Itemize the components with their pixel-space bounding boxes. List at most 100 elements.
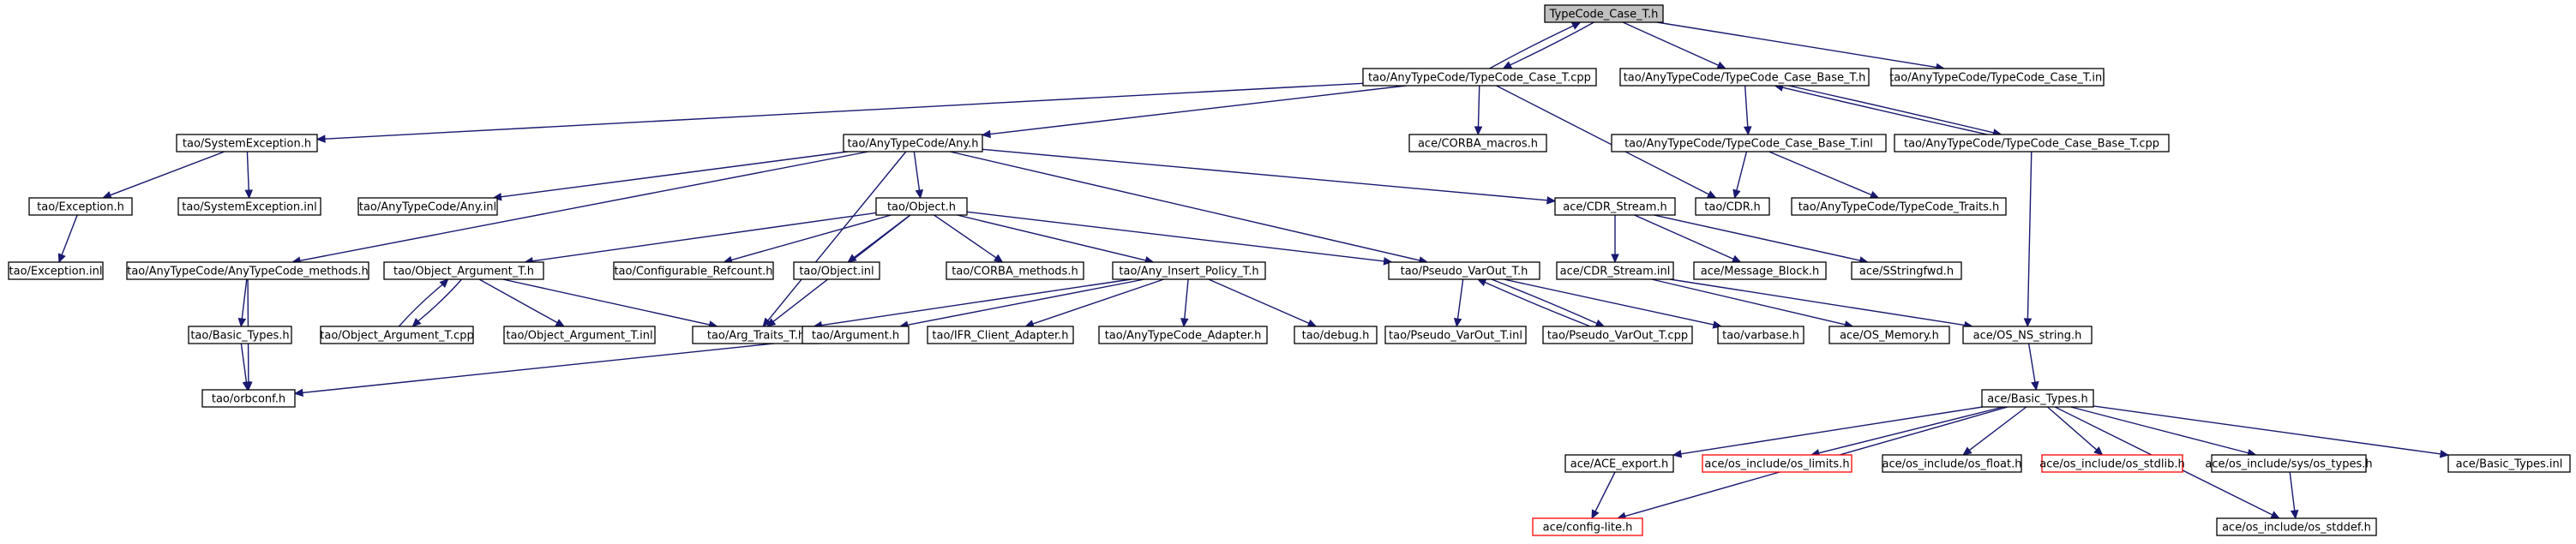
node-box — [1112, 261, 1266, 280]
node-n40[interactable]: ace/OS_NS_string.h — [1962, 326, 2093, 344]
node-n11[interactable]: tao/SystemException.inl — [177, 197, 321, 216]
node-box — [176, 134, 318, 152]
node-n32[interactable]: tao/Argument.h — [802, 326, 910, 344]
node-n36[interactable]: tao/Pseudo_VarOut_T.inl — [1384, 326, 1527, 344]
edge-n18-n22 — [934, 214, 997, 259]
node-box — [843, 134, 983, 152]
edge-n25-n39 — [1651, 278, 1846, 326]
arrowhead-n5-n11 — [244, 189, 253, 200]
edge-n42-n47 — [2070, 406, 2249, 454]
arrowhead-n2-n14 — [1706, 190, 1717, 199]
arrowhead-n8-n14 — [1732, 188, 1741, 200]
node-n43[interactable]: ace/ACE_export.h — [1564, 454, 1674, 473]
edge-n24-n36 — [1456, 278, 1464, 320]
node-label: tao/AnyTypeCode/TypeCode_Case_Base_T.cpp — [1904, 138, 2159, 151]
node-label: TypeCode_Case_T.h — [1549, 9, 1659, 21]
node-n50[interactable]: ace/os_include/os_stddef.h — [2216, 517, 2377, 536]
edge-n32-n41 — [302, 339, 803, 394]
node-n48[interactable]: ace/Basic_Types.inl — [2447, 454, 2571, 473]
arrowhead-n42-n45 — [1962, 446, 1973, 456]
node-n41[interactable]: tao/orbconf.h — [201, 389, 296, 408]
node-label: tao/Basic_Types.h — [190, 330, 289, 343]
node-n29[interactable]: tao/Object_Argument_T.cpp — [320, 326, 474, 344]
node-n20[interactable]: tao/Configurable_Refcount.h — [613, 261, 774, 280]
node-box — [1981, 389, 2094, 408]
node-n38[interactable]: tao/varbase.h — [1717, 326, 1804, 344]
node-box — [1702, 454, 1852, 473]
node-n16[interactable]: tao/Exception.inl — [8, 261, 104, 280]
node-n13[interactable]: ace/CDR_Stream.h — [1554, 197, 1676, 216]
node-n18[interactable]: tao/Object.h — [875, 197, 968, 216]
node-label: ace/OS_Memory.h — [1840, 330, 1939, 343]
node-label: tao/Exception.inl — [9, 266, 103, 278]
arrowhead-n10-n16 — [57, 253, 66, 264]
node-box — [1388, 261, 1540, 280]
node-label: tao/CORBA_methods.h — [952, 266, 1078, 278]
arrowhead-n32-n41 — [293, 388, 303, 398]
node-n47[interactable]: ace/os_include/sys/os_types.h — [2205, 454, 2373, 473]
node-n27[interactable]: ace/SStringfwd.h — [1851, 261, 1962, 280]
node-n7[interactable]: ace/CORBA_macros.h — [1408, 134, 1547, 152]
node-box — [126, 261, 369, 280]
node-n4[interactable]: tao/AnyTypeCode/TypeCode_Case_T.inl — [1889, 68, 2105, 87]
node-n25[interactable]: ace/CDR_Stream.inl — [1556, 261, 1674, 280]
node-n39[interactable]: ace/OS_Memory.h — [1828, 326, 1950, 344]
edge-n23-n33 — [1032, 278, 1164, 325]
edge-n6-n12 — [501, 151, 848, 198]
node-n45[interactable]: ace/os_include/os_float.h — [1882, 454, 2022, 473]
node-n46[interactable]: ace/os_include/os_stdlib.h — [2039, 454, 2185, 473]
node-n17[interactable]: tao/AnyTypeCode/AnyTypeCode_methods.h — [126, 261, 369, 280]
node-n15[interactable]: tao/AnyTypeCode/TypeCode_Traits.h — [1791, 197, 2007, 216]
node-label: tao/AnyTypeCode/TypeCode_Case_Base_T.inl — [1624, 138, 1873, 151]
node-n28[interactable]: tao/Basic_Types.h — [188, 326, 292, 344]
nodes-layer: TypeCode_Case_T.h tao/AnyTypeCode/TypeCod… — [8, 4, 2571, 536]
arrowhead-n3-n8 — [1743, 126, 1752, 136]
node-box — [2041, 454, 2183, 473]
node-label: tao/AnyTypeCode/TypeCode_Case_Base_T.h — [1624, 72, 1866, 85]
node-n19[interactable]: tao/Object_Argument_T.h — [383, 261, 544, 280]
node-n26[interactable]: ace/Message_Block.h — [1693, 261, 1827, 280]
node-n5[interactable]: tao/SystemException.h — [176, 134, 318, 152]
node-box — [1611, 134, 1887, 152]
node-n31[interactable]: tao/Arg_Traits_T.h — [692, 326, 820, 344]
node-n42[interactable]: ace/Basic_Types.h — [1981, 389, 2094, 408]
node-n22[interactable]: tao/CORBA_methods.h — [946, 261, 1084, 280]
edge-n42-n45 — [1968, 406, 2027, 451]
node-n9[interactable]: tao/AnyTypeCode/TypeCode_Case_Base_T.cpp — [1894, 134, 2170, 152]
edge-n24-n37 — [1491, 278, 1598, 325]
node-n23[interactable]: tao/Any_Insert_Policy_T.h — [1112, 261, 1266, 280]
node-n33[interactable]: tao/IFR_Client_Adapter.h — [927, 326, 1074, 344]
node-label: tao/Configurable_Refcount.h — [614, 266, 772, 278]
node-label: tao/Argument.h — [812, 330, 899, 343]
node-n49[interactable]: ace/config-lite.h — [1532, 517, 1643, 536]
node-n24[interactable]: tao/Pseudo_VarOut_T.h — [1388, 261, 1540, 280]
node-box — [1717, 326, 1804, 344]
arrowhead-n18-n24 — [1383, 257, 1393, 266]
edge-n9-n40 — [2027, 151, 2033, 320]
node-box — [1542, 326, 1693, 344]
edge-n19-n29 — [417, 278, 463, 322]
edge-n13-n26 — [1634, 214, 1734, 260]
edge-n6-n17 — [299, 151, 869, 261]
node-n12[interactable]: tao/AnyTypeCode/Any.inl — [357, 197, 498, 216]
edge-n43-n49 — [1594, 471, 1616, 512]
edge-n2-n5 — [324, 82, 1364, 140]
node-n21[interactable]: tao/Object.inl — [793, 261, 880, 280]
node-n44[interactable]: ace/os_include/os_limits.h — [1702, 454, 1852, 473]
node-n14[interactable]: tao/CDR.h — [1695, 197, 1770, 216]
node-n10[interactable]: tao/Exception.h — [28, 197, 133, 216]
node-box — [1851, 261, 1962, 280]
node-n30[interactable]: tao/Object_Argument_T.inl — [503, 326, 656, 344]
node-n1[interactable]: TypeCode_Case_T.h — [1544, 4, 1664, 23]
node-n37[interactable]: tao/Pseudo_VarOut_T.cpp — [1542, 326, 1693, 344]
node-n2[interactable]: tao/AnyTypeCode/TypeCode_Case_T.cpp — [1362, 68, 1597, 87]
node-n3[interactable]: tao/AnyTypeCode/TypeCode_Case_Base_T.h — [1619, 68, 1870, 87]
node-n8[interactable]: tao/AnyTypeCode/TypeCode_Case_Base_T.inl — [1611, 134, 1887, 152]
node-label: tao/AnyTypeCode/TypeCode_Case_T.inl — [1889, 72, 2105, 85]
edge-n6-n13 — [982, 148, 1548, 201]
node-n6[interactable]: tao/AnyTypeCode/Any.h — [843, 134, 983, 152]
node-n35[interactable]: tao/debug.h — [1294, 326, 1378, 344]
edge-n42-n48 — [2093, 405, 2441, 455]
node-n34[interactable]: tao/AnyTypeCode_Adapter.h — [1098, 326, 1268, 344]
